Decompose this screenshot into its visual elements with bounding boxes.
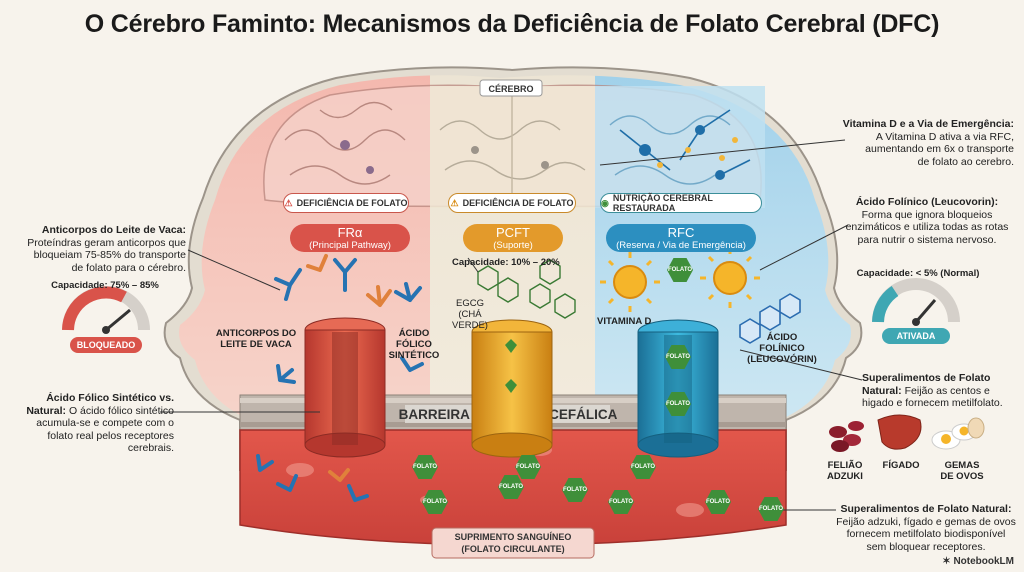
synthetic-acid-label: ÁCIDO FÓLICO SINTÉTICO (388, 328, 440, 361)
transporter-fra (304, 317, 386, 458)
folato-hex: FOLATO (412, 455, 438, 479)
pill-pcft-sub: (Suporte) (493, 240, 533, 251)
pill-fra-name: FRα (337, 225, 363, 240)
pill-pcft: PCFT (Suporte) (463, 224, 563, 252)
banner-rfc-restored: ◉ NUTRIÇÃO CEREBRAL RESTAURADA (600, 193, 762, 213)
food-label-adzuki: FELIÃO ADZUKI (827, 460, 863, 482)
synthetic-annotation: Ácido Fólico Sintético vs. Natural: O ác… (24, 392, 174, 455)
superfood-bottom-title: Superalimentos de Folato Natural: (840, 503, 1012, 515)
synthetic-annotation-body: O ácido fólico sintético acumula-se e co… (36, 404, 174, 455)
brain (263, 84, 765, 208)
superfood-top-annotation: Superalimentos de Folato Natural: Feijão… (862, 372, 1012, 410)
vitd-annotation-body: A Vitamina D ativa a via RFC, aumentando… (865, 130, 1014, 168)
banner-pcft-text: DEFICIÊNCIA DE FOLATO (462, 198, 574, 208)
pcft-capacity: Capacidade: 10% – 20% (452, 257, 560, 268)
notebooklm-brand: ✶ NotebookLM (942, 556, 1014, 567)
warning-icon: ⚠ (284, 197, 293, 208)
pill-rfc: RFC (Reserva / Via de Emergência) (606, 224, 756, 252)
gauge-left-caption: Capacidade: 75% – 85% (51, 280, 159, 291)
gauge-left-badge: BLOQUEADO (70, 337, 142, 353)
banner-rfc-text: NUTRIÇÃO CEREBRAL RESTAURADA (612, 193, 713, 213)
antibodies (256, 254, 424, 502)
vitamin-d-label: VITAMINA D (597, 316, 652, 327)
notebooklm-brand-text: NotebookLM (953, 556, 1014, 567)
pill-rfc-sub: (Reserva / Via de Emergência) (616, 240, 746, 251)
leaf-circle-icon: ◉ (601, 197, 609, 208)
blood-supply-label-2: (FOLATO CIRCULANTE) (461, 544, 564, 554)
food-adzuki-icon (829, 421, 864, 452)
banner-pcft-deficiency: ⚠ DEFICIÊNCIA DE FOLATO (448, 193, 576, 213)
milk-annotation-title: Anticorpos do Leite de Vaca: (41, 224, 186, 236)
folinic-annotation-title: Ácido Folínico (Leucovorin): (855, 196, 999, 208)
gauge-blocked (62, 286, 150, 334)
page-title: O Cérebro Faminto: Mecanismos da Deficiê… (84, 10, 940, 38)
egcg-label: EGCG (CHÁ VERDE) (452, 298, 488, 331)
superfood-bottom-annotation: Superalimentos de Folato Natural: Feijão… (836, 503, 1016, 553)
vitd-annotation: Vitamina D e a Via de Emergência: A Vita… (818, 118, 1014, 168)
synthetic-annotation-title: Ácido Fólico Sintético vs. Natural: (26, 392, 174, 417)
folinic-label: ÁCIDO FOLÍNICO (LEUCOVÓRIN) (747, 332, 817, 365)
banner-fra-deficiency: ⚠ DEFICIÊNCIA DE FOLATO (283, 193, 409, 213)
food-label-eggs: GEMAS DE OVOS (940, 460, 984, 482)
superfood-bottom-body: Feijão adzuki, fígado e gemas de ovos fo… (836, 515, 1016, 553)
food-eggs-icon (931, 417, 985, 450)
milk-annotation: Anticorpos do Leite de Vaca: Proteíndras… (20, 224, 186, 274)
transporter-pcft (471, 319, 553, 458)
folinic-annotation-body: Forma que ignora bloqueios enzimáticos e… (845, 208, 1009, 246)
banner-fra-text: DEFICIÊNCIA DE FOLATO (296, 198, 408, 208)
milk-annotation-body: Proteíndras geram anticorpos que bloquei… (27, 236, 186, 274)
pill-fra-sub: (Principal Pathway) (309, 240, 391, 251)
food-liver-icon (877, 414, 922, 450)
gauge-right-badge: ATIVADA (882, 328, 950, 344)
gauge-right-caption: Capacidade: < 5% (Normal) (856, 268, 980, 279)
egcg-molecule (477, 259, 576, 319)
vitd-annotation-title: Vitamina D e a Via de Emergência: (842, 118, 1014, 130)
folinic-annotation: Ácido Folínico (Leucovorin): Forma que i… (842, 196, 1012, 246)
blood-supply-label-1: SUPRIMENTO SANGUÍNEO (455, 532, 572, 542)
transporter-rfc (637, 319, 719, 458)
folato-hex: FOLATO (422, 490, 448, 514)
food-label-liver: FÍGADO (882, 460, 920, 471)
pill-pcft-name: PCFT (496, 225, 530, 240)
pill-rfc-name: RFC (667, 225, 695, 240)
brain-label-box (479, 79, 543, 97)
vitamin-d-suns (600, 248, 760, 312)
superfood-top-body: Feijão as centos e higado e fornecem met… (862, 384, 1003, 410)
pill-fra: FRα (Principal Pathway) (290, 224, 410, 252)
superfood-top-title: Superalimentos de Folato Natural: (862, 372, 991, 397)
brain-label: CÉREBRO (488, 84, 533, 94)
milk-antibodies-label: ANTICORPOS DO LEITE DE VACA (215, 328, 297, 350)
folinic-molecule (739, 293, 801, 344)
warning-icon: ⚠ (450, 197, 459, 208)
gauge-activated (872, 278, 960, 326)
